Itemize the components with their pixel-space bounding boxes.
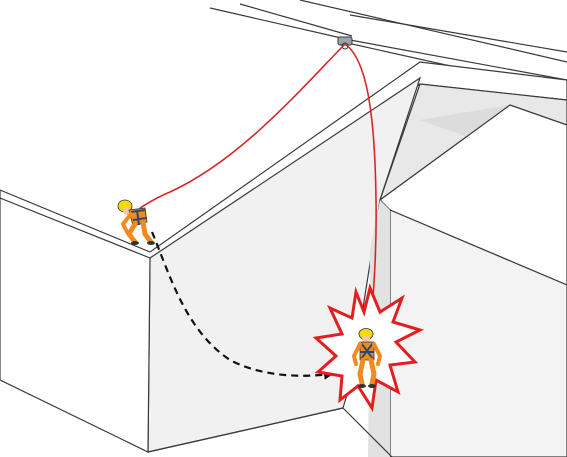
worker-crouching-icon bbox=[117, 199, 155, 245]
dashed-arrow-icon bbox=[150, 231, 334, 380]
lifeline-to-worker bbox=[139, 43, 346, 209]
ground-lines bbox=[147, 407, 393, 457]
worker-suspended-icon bbox=[351, 328, 383, 388]
